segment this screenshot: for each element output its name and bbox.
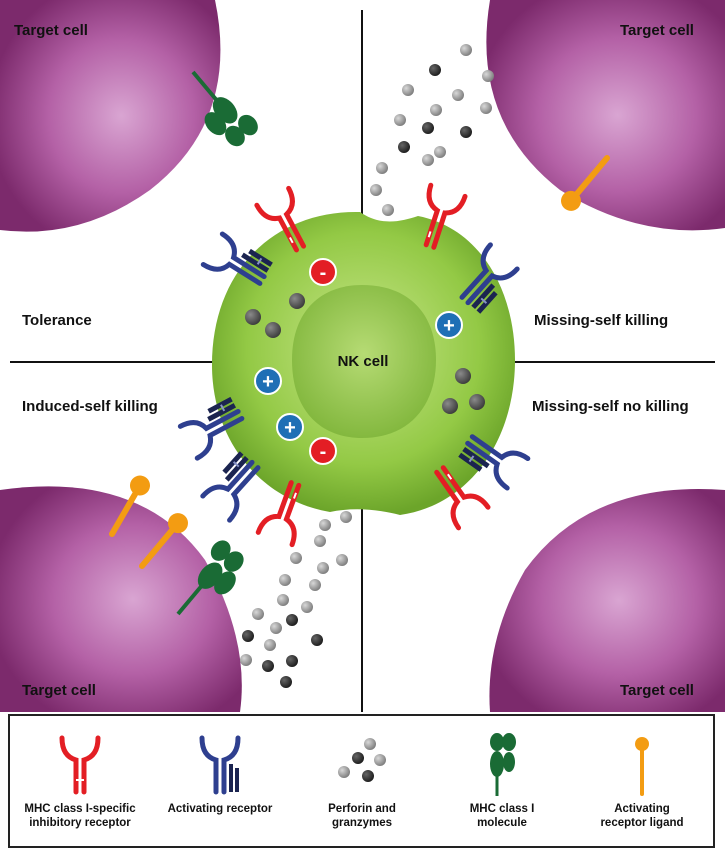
- nk-granules: [245, 293, 485, 414]
- target-cell-bottom-right: [489, 489, 725, 712]
- legend-perforin-icon: [338, 738, 386, 782]
- target-cell-top-left: [0, 0, 221, 232]
- minus-badge-bottom: -: [309, 437, 337, 465]
- induced-self-killing-label: Induced-self killing: [22, 398, 158, 415]
- tolerance-label: Tolerance: [22, 312, 92, 329]
- svg-text:-: -: [320, 262, 327, 284]
- svg-text:+: +: [443, 315, 455, 337]
- nk-cell-label: NK cell: [338, 353, 389, 370]
- nk-cell-nucleus: [292, 285, 436, 438]
- target-cell-bottom-left: [0, 486, 242, 712]
- target-cell-label-top-left: Target cell: [14, 22, 88, 39]
- missing-self-no-killing-label: Missing-self no killing: [532, 398, 689, 415]
- target-cell-label-top-right: Target cell: [620, 22, 694, 39]
- plus-badge-right: +: [435, 311, 463, 339]
- legend-mhc-icon: [490, 733, 516, 796]
- legend-item-activating: Activating receptor: [150, 724, 290, 844]
- plus-badge-left-upper: +: [254, 367, 282, 395]
- diagram-svg: - + + + - NK cell: [0, 0, 725, 712]
- diagram-stage: - + + + - NK cell Target cell Target cel…: [0, 0, 725, 712]
- plus-badge-left-lower: +: [276, 413, 304, 441]
- legend-ligand-icon: [635, 737, 649, 796]
- target-cell-label-bottom-left: Target cell: [22, 682, 96, 699]
- granules-top-right: [370, 44, 494, 216]
- legend-inhibitory-icon: [59, 735, 101, 795]
- legend-activating-label: Activating receptor: [167, 803, 273, 815]
- svg-text:+: +: [284, 417, 296, 439]
- svg-text:-: -: [320, 441, 327, 463]
- missing-self-killing-label: Missing-self killing: [534, 312, 669, 329]
- svg-text:+: +: [262, 371, 274, 393]
- minus-badge-top: -: [309, 258, 337, 286]
- target-cell-top-right: [486, 0, 725, 231]
- granules-bottom-left: [240, 511, 352, 688]
- target-cell-label-bottom-right: Target cell: [620, 682, 694, 699]
- legend-activating-icon: [199, 735, 241, 795]
